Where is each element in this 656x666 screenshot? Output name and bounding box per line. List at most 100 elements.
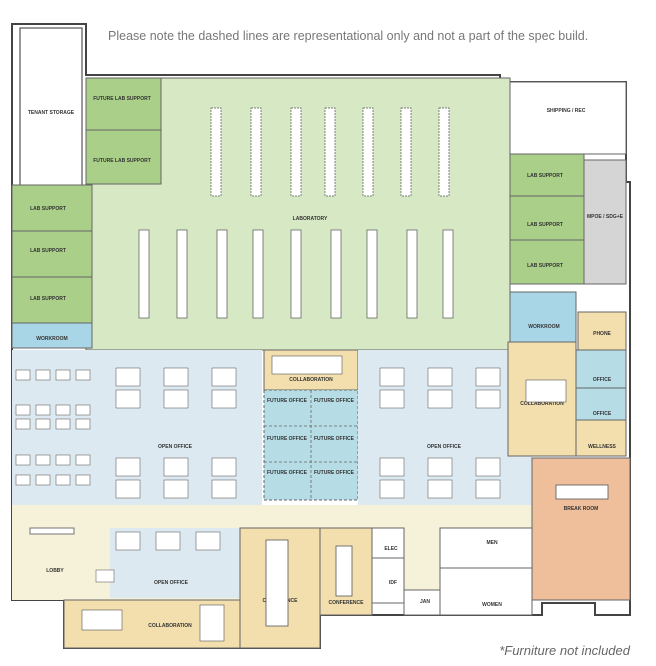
lab-support-right-3 [509, 239, 585, 285]
label-future-lab-support-1: FUTURE LAB SUPPORT [93, 96, 151, 102]
conference-table [265, 539, 289, 627]
label-elec: ELEC [384, 546, 398, 552]
label-mpoe: MPOE / SDG+E [587, 214, 624, 220]
office-room-2 [575, 387, 627, 421]
lab-bench [290, 107, 302, 197]
desk [115, 531, 141, 551]
lab-bench [290, 229, 302, 319]
desk [35, 454, 51, 466]
desk [475, 367, 501, 387]
future-office-block [263, 389, 359, 501]
desk [211, 457, 237, 477]
label-future-office-5: FUTURE OFFICE [267, 470, 308, 476]
label-office-1: OFFICE [593, 377, 612, 383]
lab-bench [438, 107, 450, 197]
desk [95, 569, 115, 583]
lab-support-right-2 [509, 195, 585, 241]
label-laboratory: LABORATORY [293, 216, 328, 222]
break-room-counter [555, 484, 609, 500]
desk [379, 479, 405, 499]
lab-bench [400, 107, 412, 197]
desk [75, 404, 91, 416]
future-lab-support-room-1 [85, 77, 162, 131]
label-future-office-1: FUTURE OFFICE [267, 398, 308, 404]
desk [75, 418, 91, 430]
desk [427, 457, 453, 477]
desk [163, 479, 189, 499]
elec-room [371, 527, 405, 559]
lab-bench [362, 107, 374, 197]
label-lab-support-left-3: LAB SUPPORT [30, 296, 66, 302]
label-lab-support-right-2: LAB SUPPORT [527, 222, 563, 228]
desk [379, 367, 405, 387]
phone-room [577, 311, 627, 351]
wellness-room [575, 419, 627, 457]
desk [55, 404, 71, 416]
label-collaboration-center: COLLABORATION [289, 377, 333, 383]
break-room [531, 457, 631, 601]
desk [195, 531, 221, 551]
lab-bench [330, 229, 342, 319]
desk [211, 367, 237, 387]
label-future-office-6: FUTURE OFFICE [314, 470, 355, 476]
lab-bench [324, 107, 336, 197]
men-restroom [439, 527, 533, 569]
footnote: *Furniture not included [499, 643, 630, 658]
disclaimer-note: Please note the dashed lines are represe… [108, 29, 589, 43]
tenant-storage-room [19, 27, 83, 199]
lab-bench [366, 229, 378, 319]
collab-table [81, 609, 123, 631]
label-future-office-3: FUTURE OFFICE [267, 436, 308, 442]
desk [115, 389, 141, 409]
label-open-office-left: OPEN OFFICE [158, 444, 193, 450]
desk [35, 418, 51, 430]
label-conference-2: CONFERENCE [328, 600, 364, 606]
lab-bench [210, 107, 222, 197]
jan-room [403, 589, 445, 616]
conference-table [335, 545, 353, 597]
lab-support-left-2 [11, 230, 93, 278]
open-office-right-strip [508, 456, 532, 505]
label-tenant-storage: TENANT STORAGE [28, 110, 75, 116]
label-women: WOMEN [482, 602, 502, 608]
desk [115, 479, 141, 499]
desk [155, 531, 181, 551]
desk [55, 454, 71, 466]
desk [15, 474, 31, 486]
collab-seating [525, 379, 567, 403]
label-lobby: LOBBY [46, 568, 64, 574]
label-shipping-rec: SHIPPING / REC [547, 108, 586, 114]
label-men: MEN [486, 540, 498, 546]
office-desks [15, 367, 501, 583]
label-jan: JAN [420, 599, 430, 605]
desk [427, 389, 453, 409]
desk [475, 479, 501, 499]
desk [475, 389, 501, 409]
lab-bench [252, 229, 264, 319]
desk [163, 367, 189, 387]
lab-bench [442, 229, 454, 319]
label-workroom-right: WORKROOM [528, 324, 559, 330]
label-phone: PHONE [593, 331, 611, 337]
workroom-right [509, 291, 577, 343]
label-future-office-2: FUTURE OFFICE [314, 398, 355, 404]
label-open-office-right: OPEN OFFICE [427, 444, 462, 450]
label-workroom-left: WORKROOM [36, 336, 67, 342]
desk [379, 457, 405, 477]
desk [35, 404, 51, 416]
desk [15, 454, 31, 466]
collab-table [271, 355, 343, 375]
label-lab-support-left-1: LAB SUPPORT [30, 206, 66, 212]
desk [427, 367, 453, 387]
label-idf: IDF [389, 580, 397, 586]
label-wellness: WELLNESS [588, 444, 616, 450]
label-lab-support-right-3: LAB SUPPORT [527, 263, 563, 269]
label-lab-support-right-1: LAB SUPPORT [527, 173, 563, 179]
future-lab-support-room-2 [85, 129, 162, 185]
desk [55, 369, 71, 381]
desk [75, 454, 91, 466]
collab-table [199, 604, 225, 642]
desk [75, 369, 91, 381]
label-lab-support-left-2: LAB SUPPORT [30, 248, 66, 254]
desk [115, 457, 141, 477]
